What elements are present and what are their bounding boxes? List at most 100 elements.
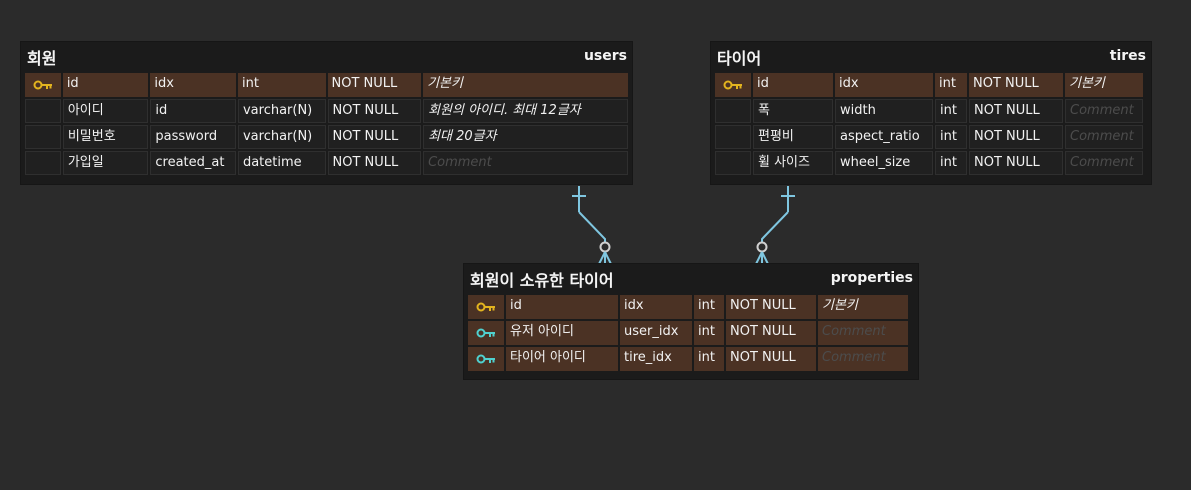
key-cell [715, 125, 751, 149]
column-logical-name[interactable]: id [506, 295, 618, 319]
key-cell [715, 151, 751, 175]
column-physical-name[interactable]: password [150, 125, 236, 149]
column-logical-name[interactable]: 휠 사이즈 [753, 151, 833, 175]
column-comment[interactable]: 기본키 [1065, 73, 1143, 97]
column-nullable[interactable]: NOT NULL [327, 73, 422, 97]
column-physical-name[interactable]: wheel_size [835, 151, 933, 175]
column-physical-name[interactable]: aspect_ratio [835, 125, 933, 149]
column-type[interactable]: varchar(N) [237, 99, 326, 123]
column-comment[interactable]: Comment [818, 321, 908, 345]
column-comment[interactable]: Comment [818, 347, 908, 371]
column-physical-name[interactable]: width [835, 99, 933, 123]
entity-header[interactable]: 회원이 소유한 타이어 properties [464, 264, 918, 295]
column-logical-name[interactable]: id [753, 73, 833, 97]
column-logical-name[interactable]: 편평비 [753, 125, 833, 149]
column-nullable[interactable]: NOT NULL [726, 295, 816, 319]
primary-key-icon [715, 73, 751, 97]
rel-users-connector [578, 211, 606, 243]
column-comment[interactable]: 기본키 [818, 295, 908, 319]
column-type[interactable]: int [935, 99, 967, 123]
column-logical-name[interactable]: 유저 아이디 [506, 321, 618, 345]
column-logical-name[interactable]: 타이어 아이디 [506, 347, 618, 371]
column-nullable[interactable]: NOT NULL [726, 321, 816, 345]
entity-physical-name: properties [830, 270, 913, 286]
column-comment[interactable]: Comment [423, 151, 628, 175]
column-physical-name[interactable]: tire_idx [620, 347, 692, 371]
column-comment[interactable]: Comment [1065, 99, 1143, 123]
foreign-key-icon [468, 347, 504, 371]
rel-tires-properties[interactable] [755, 186, 795, 265]
primary-key-icon [468, 295, 504, 319]
column-physical-name[interactable]: created_at [150, 151, 236, 175]
rel-tires-crow-3 [761, 251, 769, 265]
column-physical-name[interactable]: idx [835, 73, 933, 97]
column-type[interactable]: varchar(N) [237, 125, 326, 149]
key-cell [25, 151, 61, 175]
column-nullable[interactable]: NOT NULL [969, 125, 1063, 149]
entity-logical-name: 회원 [27, 49, 57, 68]
column-comment[interactable]: Comment [1065, 151, 1143, 175]
rel-users-zero-circle [599, 241, 611, 253]
column-logical-name[interactable]: 아이디 [62, 99, 149, 123]
column-comment[interactable]: 기본키 [423, 73, 628, 97]
column-nullable[interactable]: NOT NULL [327, 125, 422, 149]
column-type[interactable]: int [694, 295, 724, 319]
column-logical-name[interactable]: id [62, 73, 149, 97]
column-logical-name[interactable]: 비밀번호 [62, 125, 149, 149]
column-nullable[interactable]: NOT NULL [726, 347, 816, 371]
column-logical-name[interactable]: 폭 [753, 99, 833, 123]
column-type[interactable]: int [935, 151, 967, 175]
key-cell [25, 99, 61, 123]
column-physical-name[interactable]: idx [150, 73, 236, 97]
column-type[interactable]: int [935, 125, 967, 149]
key-cell [715, 99, 751, 123]
column-type[interactable]: datetime [237, 151, 326, 175]
entity-physical-name: tires [1109, 48, 1146, 64]
key-cell [25, 125, 61, 149]
entity-logical-name: 타이어 [717, 49, 762, 68]
column-physical-name[interactable]: user_idx [620, 321, 692, 345]
rel-users-crow-3 [604, 251, 612, 265]
column-type[interactable]: int [935, 73, 967, 97]
column-nullable[interactable]: NOT NULL [969, 73, 1063, 97]
column-comment[interactable]: 최대 20글자 [423, 125, 628, 149]
rel-users-properties[interactable] [572, 186, 612, 265]
entity-physical-name: users [583, 48, 627, 64]
rel-tires-connector [761, 211, 789, 243]
column-nullable[interactable]: NOT NULL [969, 99, 1063, 123]
column-type[interactable]: int [694, 321, 724, 345]
entity-logical-name: 회원이 소유한 타이어 [470, 271, 614, 290]
column-nullable[interactable]: NOT NULL [327, 99, 422, 123]
column-nullable[interactable]: NOT NULL [327, 151, 422, 175]
rel-tires-zero-circle [756, 241, 768, 253]
column-comment[interactable]: 회원의 아이디. 최대 12글자 [423, 99, 628, 123]
primary-key-icon [25, 73, 61, 97]
entity-header[interactable]: 회원 users [21, 42, 632, 73]
column-comment[interactable]: Comment [1065, 125, 1143, 149]
column-physical-name[interactable]: idx [620, 295, 692, 319]
column-physical-name[interactable]: id [150, 99, 236, 123]
column-nullable[interactable]: NOT NULL [969, 151, 1063, 175]
column-type[interactable]: int [694, 347, 724, 371]
entity-header[interactable]: 타이어 tires [711, 42, 1151, 73]
column-logical-name[interactable]: 가입일 [62, 151, 149, 175]
column-type[interactable]: int [237, 73, 326, 97]
